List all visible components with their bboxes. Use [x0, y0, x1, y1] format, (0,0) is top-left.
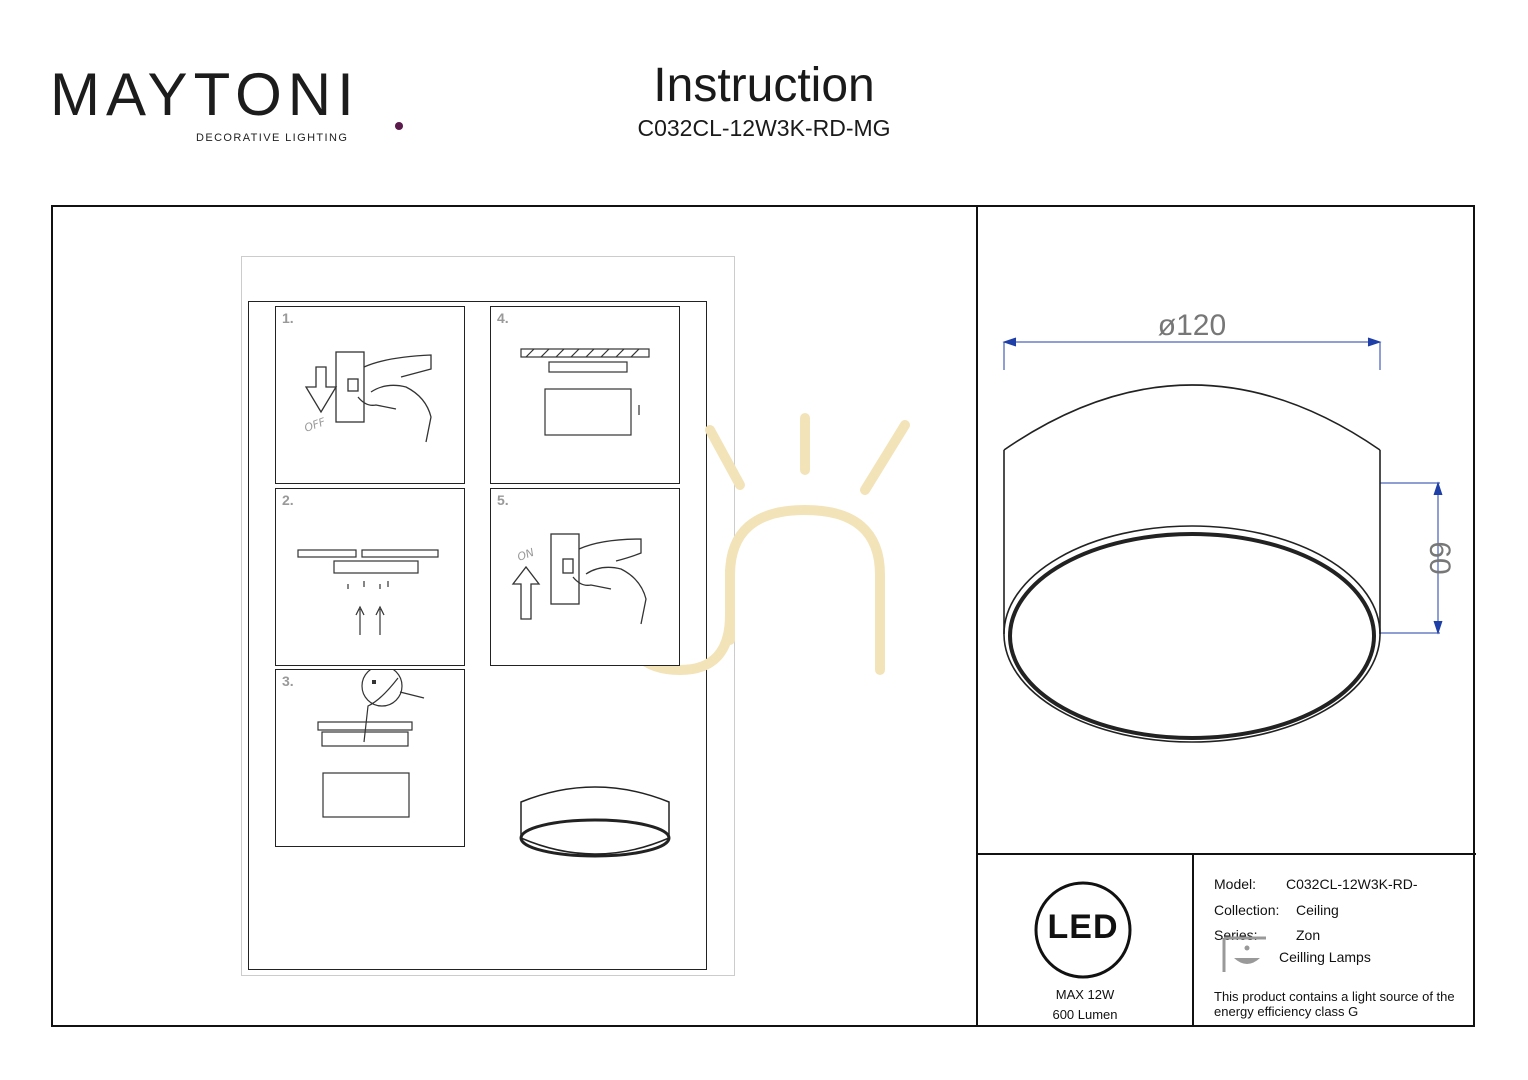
on-label: ON	[516, 546, 536, 564]
frame-divider	[1192, 853, 1194, 1027]
frame-divider	[976, 205, 978, 1027]
step-number: 3.	[282, 673, 294, 689]
drill-illustration	[297, 549, 439, 635]
energy-class-note: This product contains a light source of …	[1214, 989, 1455, 1019]
ceiling-lamp-icon	[1222, 936, 1266, 972]
spec-model-value: C032CL-12W3K-RD-	[1286, 876, 1418, 892]
brand-logo: MAYTONI DECORATIVE LIGHTING	[50, 60, 403, 150]
page-title: Instruction	[653, 59, 875, 112]
switch-on-illustration: ON	[511, 533, 647, 625]
step-5-panel: 5. ON	[490, 488, 680, 666]
off-label: OFF	[303, 415, 328, 435]
step-2-panel: 2.	[275, 488, 465, 666]
technical-drawing: ø120 60	[1002, 309, 1456, 743]
brand-tagline: DECORATIVE LIGHTING	[196, 132, 349, 144]
instruction-sheet-border	[248, 301, 707, 970]
mount-illustration	[520, 348, 650, 436]
spec-model-label: Model:	[1214, 876, 1257, 892]
step-4-panel: 4.	[490, 306, 680, 484]
wire-connector	[372, 680, 376, 684]
frame-divider	[976, 853, 1476, 855]
led-badge: LED	[1033, 880, 1133, 980]
step-number: 1.	[282, 310, 294, 326]
step-number: 2.	[282, 492, 294, 508]
max-power: MAX 12W	[1055, 987, 1115, 1002]
model-code: C032CL-12W3K-RD-MG	[637, 115, 891, 141]
spec-collection-value: Ceiling	[1296, 902, 1339, 918]
led-badge-text: LED	[1047, 908, 1119, 946]
led-circle-icon	[1034, 881, 1132, 979]
brand-name: MAYTONI	[50, 61, 360, 128]
spec-type-value: Ceilling Lamps	[1279, 949, 1371, 965]
logo-dot	[395, 122, 403, 130]
lamp-preview-illustration	[519, 786, 671, 858]
step-3-panel: 3.	[275, 669, 465, 847]
lumen-value: 600 Lumen	[1052, 1007, 1118, 1022]
step-number: 4.	[497, 310, 509, 326]
height-label: 60	[1423, 541, 1456, 574]
step-1-panel: 1. OFF	[275, 306, 465, 484]
spec-series-value: Zon	[1296, 927, 1321, 943]
spec-collection-label: Collection:	[1214, 902, 1280, 918]
switch-off-illustration: OFF	[303, 351, 432, 443]
document-frame	[51, 205, 1475, 1027]
diameter-label: ø120	[1158, 309, 1226, 342]
step-number: 5.	[497, 492, 509, 508]
watermark-logo	[620, 413, 910, 676]
wiring-illustration	[317, 670, 425, 818]
